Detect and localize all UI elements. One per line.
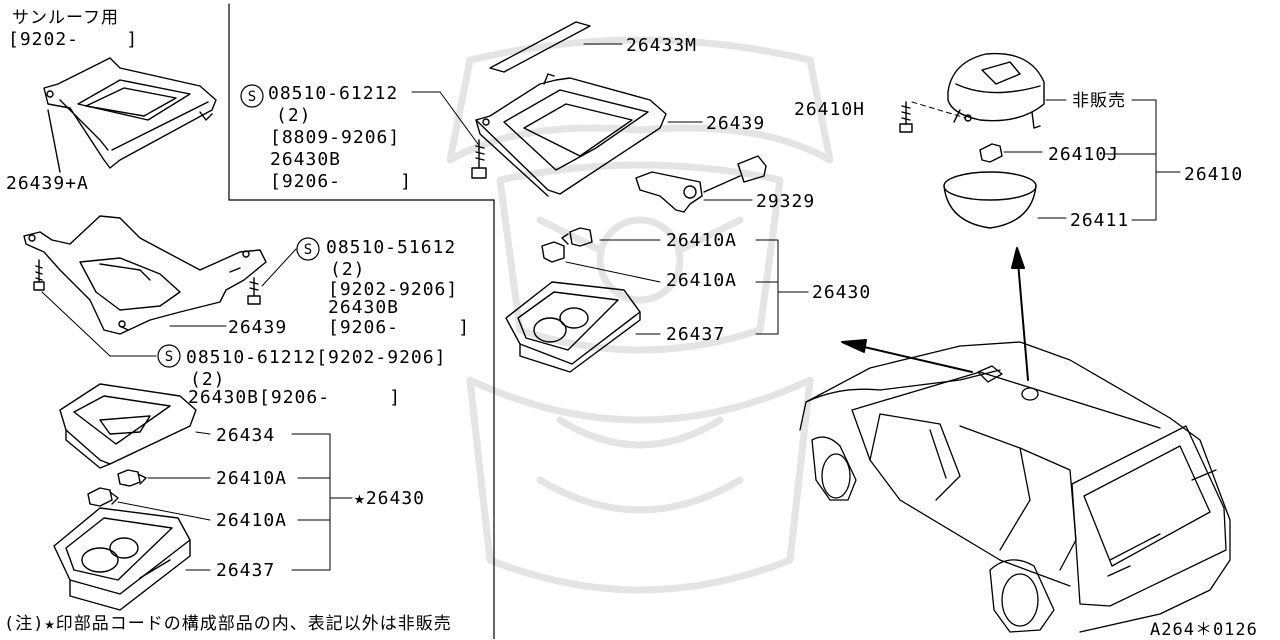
assembly-26430-mid: 26430 [812, 282, 872, 303]
screw-alt-range-mid: [9206- ] [270, 171, 413, 192]
screw-alt-mid: 26430B [270, 149, 342, 170]
bulb-icon [87, 487, 119, 507]
part-26410j: 26410J [1048, 144, 1120, 165]
circled-s-icon: S [157, 344, 181, 368]
part-26410a-left-2: 26410A [216, 510, 288, 531]
leader-screw-mid [411, 91, 479, 145]
part-26439-mid: 26439 [706, 113, 766, 134]
screw-qty-left-1: (2) [330, 259, 366, 280]
assembly-26410: 26410 [1184, 164, 1244, 185]
part-26439-left: 26439 [228, 317, 288, 338]
svg-text:S: S [304, 242, 312, 258]
leader-26410a-mid-2 [565, 261, 661, 283]
left-bracket [23, 215, 267, 335]
location-arrows [841, 247, 1029, 381]
screw-qty-left-2: (2) [190, 369, 226, 390]
middle-lens [505, 281, 641, 373]
part-26433m: 26433M [626, 35, 698, 56]
screw-alt-left-1: 26430B [328, 297, 400, 318]
screw-icon [247, 277, 261, 305]
middle-assembly-bracket [755, 239, 809, 335]
assembly-26430-left: ★26430 [354, 488, 426, 509]
middle-bracket [475, 73, 667, 197]
left-lens [53, 507, 191, 611]
svg-text:S: S [248, 89, 256, 105]
screw-code-mid: 08510-61212 [268, 83, 399, 104]
screw-icon [471, 139, 487, 179]
footnote: (注)★印部品コードの構成部品の内、表記以外は非販売 [4, 614, 452, 634]
circled-s-icon: S [296, 237, 320, 261]
part-26410h: 26410H [794, 99, 866, 120]
bulb-icon [541, 241, 565, 263]
frame-lines [228, 3, 495, 639]
leader-26439a [47, 109, 61, 173]
sunroof-label: サンルーフ用 [12, 8, 119, 28]
not-for-sale-label: 非販売 [1072, 91, 1126, 111]
left-lamp-housing [59, 383, 197, 469]
bulb-icon [117, 469, 147, 487]
switch-29329 [635, 155, 767, 213]
circled-s-icon: S [240, 84, 264, 108]
part-26434: 26434 [216, 425, 276, 446]
screw-range-mid: [8809-9206] [270, 127, 401, 148]
screw-icon [899, 101, 913, 133]
right-assembly-bracket [1103, 99, 1181, 221]
screw-icon [33, 259, 45, 291]
screw-code-left-1: 08510-51612 [326, 237, 457, 258]
part-26410a-mid-2: 26410A [666, 270, 738, 291]
screw-code-left-2: 08510-61212[9202-9206] [186, 347, 447, 368]
diagram-code: A264＊0126 [1150, 620, 1258, 640]
dome-lamp-base [947, 52, 1045, 129]
part-26437-left: 26437 [216, 560, 276, 581]
screw-qty-mid: (2) [276, 105, 312, 126]
dome-lens-26411 [943, 171, 1037, 229]
part-26439a: 26439+A [6, 173, 89, 194]
left-assembly-bracket [291, 433, 353, 571]
sunroof-range: [9202- ] [8, 29, 139, 50]
part-26411: 26411 [1070, 210, 1130, 231]
screw-range-left-1: [9202-9206] [328, 279, 459, 300]
screw-alt-left-2: 26430B[9206- ] [188, 387, 402, 408]
bulb-icon [561, 227, 593, 247]
leader-26410h [911, 101, 967, 119]
left-leaders [41, 248, 297, 357]
sunroof-lamp-bracket [43, 57, 217, 169]
leader-26410a-2 [117, 501, 211, 521]
leader-26434 [195, 431, 211, 435]
part-26410a-mid-1: 26410A [666, 230, 738, 251]
part-29329: 29329 [756, 191, 816, 212]
part-26410a-left-1: 26410A [216, 468, 288, 489]
pad-26433m [489, 21, 591, 73]
svg-text:S: S [165, 349, 173, 365]
bulb-icon [979, 143, 1003, 163]
screw-alt-range-left-1: [9206- ] [328, 317, 471, 338]
part-26437-mid: 26437 [666, 324, 726, 345]
car-illustration [799, 341, 1231, 633]
